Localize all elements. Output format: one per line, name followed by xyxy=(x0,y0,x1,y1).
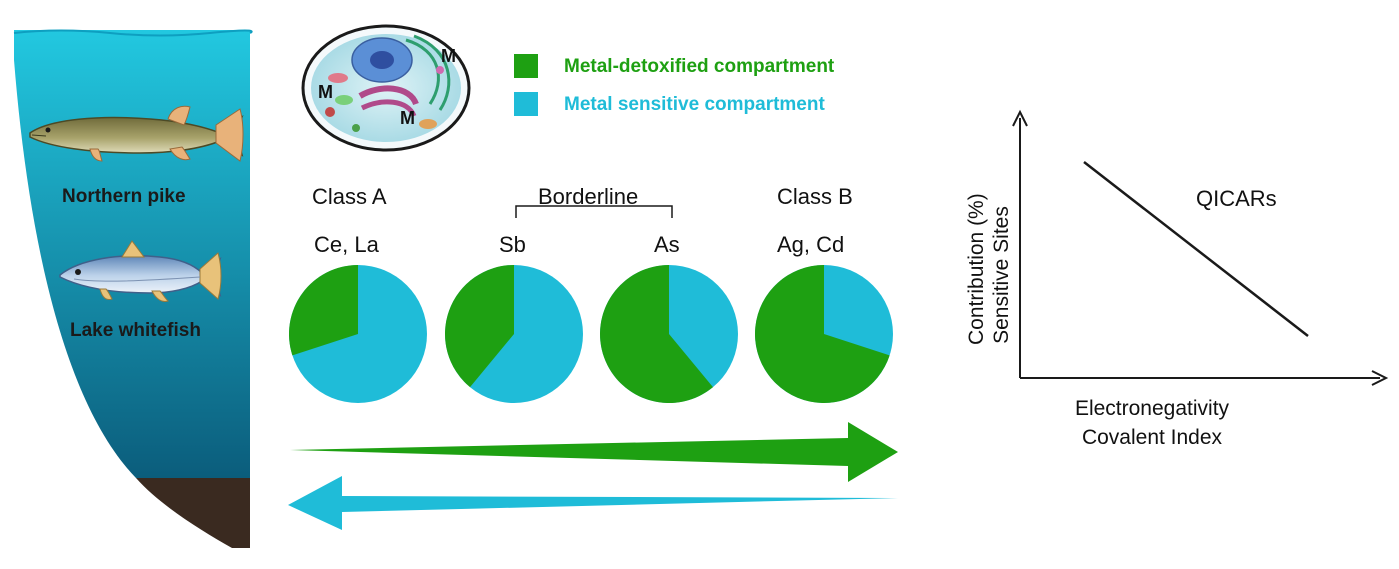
detox-increase-arrow xyxy=(290,422,898,482)
borderline-label: Borderline xyxy=(538,184,639,209)
element-label-sb: Sb xyxy=(499,232,526,257)
element-label-as: As xyxy=(654,232,680,257)
x-axis-label: Electronegativity Covalent Index xyxy=(1042,394,1262,452)
x-axis-label-line2: Covalent Index xyxy=(1081,426,1223,449)
legend-sensitive-label: Metal sensitive compartment xyxy=(564,94,825,115)
qicar-trend-line xyxy=(1083,161,1309,337)
y-axis-arrowhead xyxy=(1012,109,1028,127)
x-axis-label-line1: Electronegativity xyxy=(1074,397,1230,420)
water-surface xyxy=(13,29,253,37)
lake-whitefish-label: Lake whitefish xyxy=(70,320,201,341)
cell-marker-m: M xyxy=(441,46,456,66)
legend-detox-label: Metal-detoxified compartment xyxy=(564,56,835,77)
sensitive-increase-arrow xyxy=(288,476,898,530)
qicar-graph xyxy=(1012,109,1389,386)
class-b-label: Class B xyxy=(777,184,853,209)
element-label-ag-cd: Ag, Cd xyxy=(777,232,845,257)
lake-sediment xyxy=(136,478,250,548)
northern-pike-icon xyxy=(29,105,244,162)
legend-swatch-sensitive xyxy=(514,92,538,116)
class-a-label: Class A xyxy=(312,184,387,209)
cell-illustration xyxy=(301,24,471,152)
cell-marker-m: M xyxy=(400,108,415,128)
lake-whitefish-icon xyxy=(59,240,222,302)
y-axis-label: Contribution (%) Sensitive Sites xyxy=(964,193,1014,345)
element-label-ce-la: Ce, La xyxy=(314,232,379,257)
cell-marker-m: M xyxy=(318,82,333,102)
borderline-bracket xyxy=(515,205,673,218)
legend-swatch-detox xyxy=(514,54,538,78)
y-axis-label-line2: Sensitive Sites xyxy=(990,206,1013,344)
pie-detox-slice xyxy=(444,265,514,388)
qicar-label: QICARs xyxy=(1196,186,1277,211)
pie-detox-slice xyxy=(754,265,890,403)
pie-group xyxy=(289,265,893,403)
x-axis-arrowhead xyxy=(1371,370,1389,386)
pie-detox-slice xyxy=(600,265,713,403)
northern-pike-label: Northern pike xyxy=(62,186,186,207)
pie-detox-slice xyxy=(289,265,358,356)
y-axis-label-line1: Contribution (%) xyxy=(965,193,988,345)
